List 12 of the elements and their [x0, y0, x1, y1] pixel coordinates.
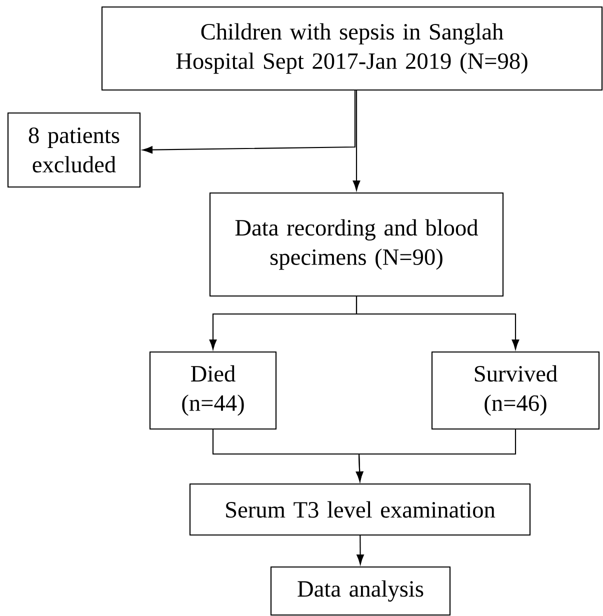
process-box: Serum T3 level examination: [189, 483, 531, 536]
outcome-box: Survived (n=46): [431, 351, 600, 430]
outcome-box: Died (n=44): [149, 351, 277, 430]
arrow: [352, 90, 360, 191]
exclusion-box: 8 patients excluded: [7, 112, 141, 188]
arrow: [142, 90, 356, 154]
process-box: Data analysis: [270, 566, 451, 616]
arrow: [356, 430, 516, 482]
process-box: Children with sepsis in Sanglah Hospital Sept 2017-Jan 2019 (N=98): [101, 6, 603, 91]
arrow: [356, 296, 520, 350]
arrow: [356, 536, 364, 565]
process-box: Data recording and blood specimens (N=90): [209, 192, 504, 297]
